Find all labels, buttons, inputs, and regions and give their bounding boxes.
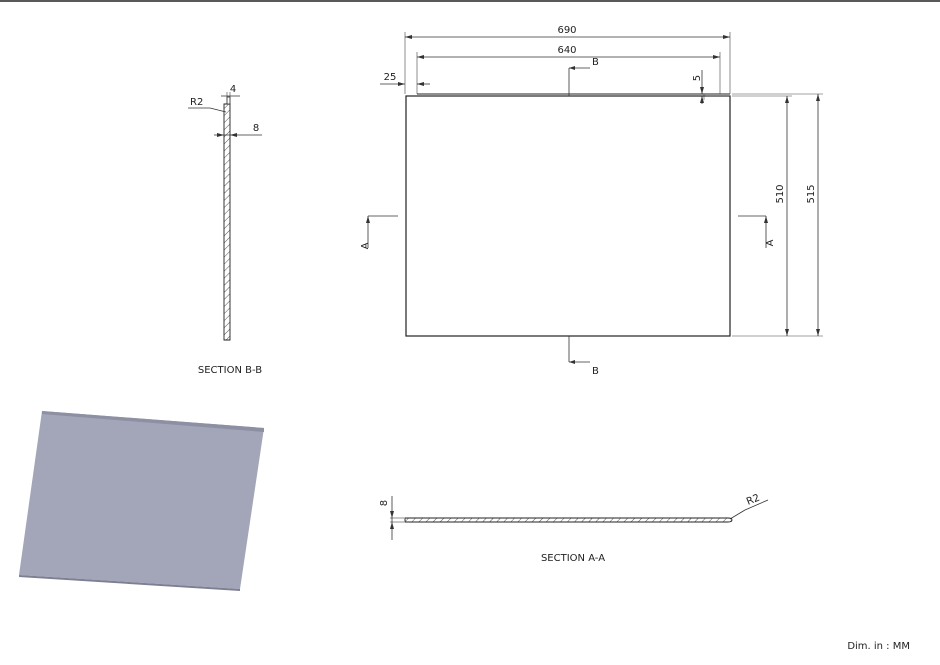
- section-bb-profile: [223, 103, 231, 341]
- section-a-label-right: A: [765, 239, 776, 246]
- dimension-515: 515: [732, 93, 823, 337]
- dimension-690: 690: [404, 25, 731, 94]
- section-b-marker-bottom: B: [568, 336, 599, 377]
- isometric-panel-bottom-edge: [19, 575, 240, 591]
- section-b-label-top: B: [592, 57, 599, 68]
- section-bb-dimension-4: 4: [221, 84, 240, 100]
- section-b-marker-top: B: [568, 57, 599, 96]
- section-bb-radius: R2: [188, 97, 227, 113]
- dimension-5: 5: [692, 70, 730, 104]
- dimension-25: 25: [380, 72, 430, 86]
- section-a-label-left: A: [360, 242, 371, 249]
- section-aa-profile: [404, 517, 733, 523]
- section-aa-title: SECTION A-A: [541, 553, 605, 564]
- units-label: Dim. in : MM: [847, 641, 910, 652]
- isometric-panel-top-edge: [42, 411, 264, 432]
- dimension-515-label: 515: [806, 184, 817, 203]
- section-a-marker-left: A: [360, 215, 398, 249]
- dimension-640-label: 640: [557, 45, 576, 56]
- section-aa-dimension-8: 8: [379, 496, 404, 540]
- dimension-510-label: 510: [775, 184, 786, 203]
- section-bb-view: R2 4 8 SECTION B-B: [188, 84, 262, 376]
- section-aa-radius: R2: [729, 493, 769, 520]
- section-b-label-bottom: B: [592, 366, 599, 377]
- dimension-5-label: 5: [692, 75, 703, 81]
- dimension-510: 510: [732, 95, 792, 337]
- section-aa-dimension-8-label: 8: [379, 500, 390, 506]
- front-view-panel: [405, 95, 731, 337]
- isometric-view: [19, 411, 264, 591]
- section-a-marker-right: A: [738, 215, 776, 248]
- dimension-25-label: 25: [384, 72, 397, 83]
- section-aa-view: 8 R2 SECTION A-A: [379, 493, 769, 564]
- section-bb-dimension-4-label: 4: [230, 84, 236, 95]
- isometric-panel-face: [19, 411, 264, 589]
- section-bb-dimension-8-label: 8: [253, 123, 259, 134]
- section-bb-title: SECTION B-B: [198, 365, 262, 376]
- section-bb-lip: [226, 96, 231, 105]
- section-bb-dimension-8: 8: [214, 123, 262, 137]
- front-view: 690 640 25 5: [360, 25, 823, 377]
- dimension-690-label: 690: [557, 25, 576, 36]
- dimension-640: 640: [416, 45, 721, 94]
- section-aa-radius-label: R2: [745, 493, 761, 508]
- section-bb-radius-label: R2: [190, 97, 203, 108]
